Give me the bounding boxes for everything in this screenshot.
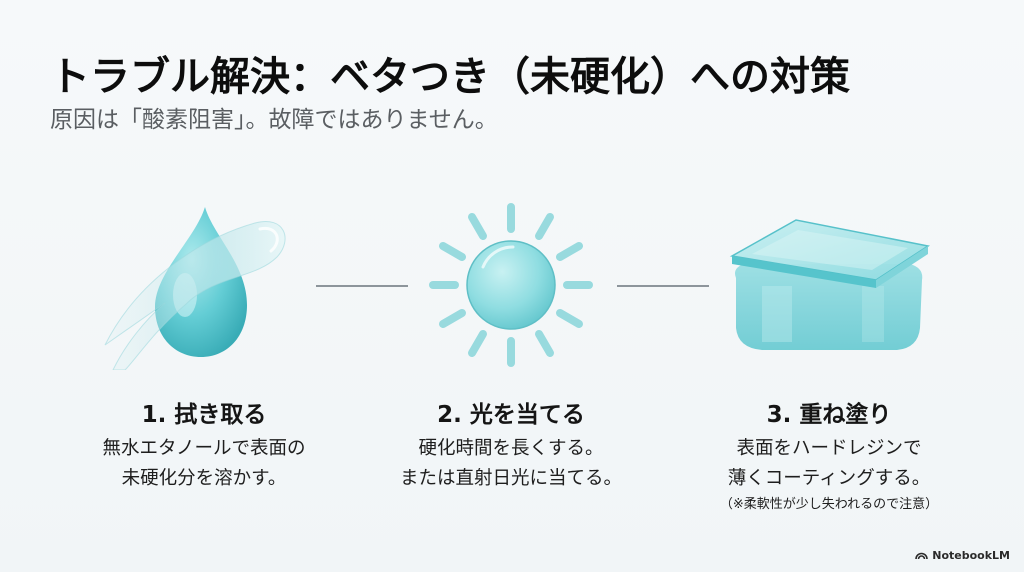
step-3-note: （※柔軟性が少し失われるので注意）: [719, 497, 939, 512]
notebooklm-logo-icon: [915, 549, 929, 562]
layered-coating-icon: [722, 208, 932, 358]
step-1: 1. 拭き取る 無水エタノールで表面の 未硬化分を溶かす。: [44, 400, 364, 494]
notebooklm-branding: NotebookLM: [915, 549, 1010, 562]
connector-line-1: [316, 285, 408, 287]
step-3-line-2: 薄くコーティングする。: [727, 468, 931, 489]
step-3-line-1: 表面をハードレジンで: [736, 438, 922, 459]
step-3-description: 表面をハードレジンで 薄くコーティングする。: [669, 434, 989, 494]
step-2: 2. 光を当てる 硬化時間を長くする。 または直射日光に当てる。: [351, 400, 671, 494]
step-2-line-2: または直射日光に当てる。: [399, 468, 622, 489]
step-3-title: 3. 重ね塗り: [766, 402, 892, 428]
step-1-line-1: 無水エタノールで表面の: [102, 438, 306, 459]
step-1-title: 1. 拭き取る: [141, 402, 267, 428]
step-3: 3. 重ね塗り 表面をハードレジンで 薄くコーティングする。 （※柔軟性が少し失…: [669, 400, 989, 516]
page-subtitle: 原因は「酸素阻害」。故障ではありません。: [50, 107, 498, 133]
step-2-line-1: 硬化時間を長くする。: [418, 438, 604, 459]
step-1-line-2: 未硬化分を溶かす。: [121, 468, 287, 489]
step-1-description: 無水エタノールで表面の 未硬化分を溶かす。: [44, 434, 364, 494]
page-title: トラブル解決：ベタつき（未硬化）への対策: [50, 54, 850, 100]
step-2-description: 硬化時間を長くする。 または直射日光に当てる。: [351, 434, 671, 494]
sun-icon: [421, 195, 601, 375]
connector-line-2: [617, 285, 709, 287]
step-2-title: 2. 光を当てる: [437, 402, 585, 428]
droplet-wipe-icon: [95, 195, 295, 371]
notebooklm-label: NotebookLM: [932, 549, 1010, 562]
